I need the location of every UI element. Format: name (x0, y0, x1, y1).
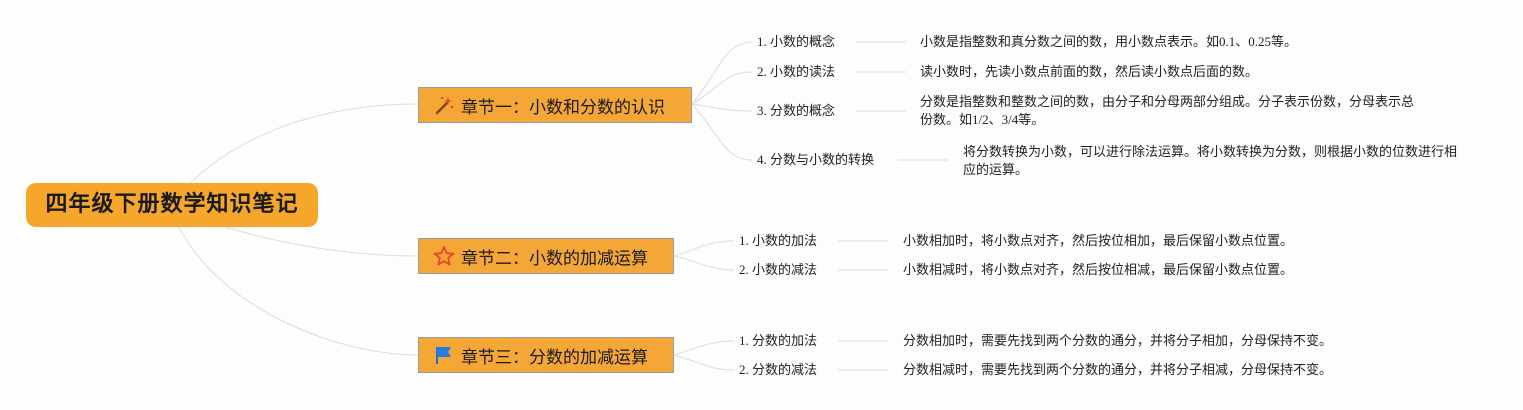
topic-ch1-3[interactable]: 3. 分数的概念 (757, 103, 836, 118)
connector-ch2-t2 (673, 255, 735, 271)
connector-ch2-t1 (673, 240, 735, 257)
root-node[interactable]: 四年级下册数学知识笔记 (26, 183, 318, 227)
connector-ch1-t4 (691, 103, 753, 161)
connector-ch3-t2 (673, 354, 735, 371)
flag-icon (433, 344, 455, 366)
connector-ch1-t2 (691, 71, 753, 105)
topic-ch1-4[interactable]: 4. 分数与小数的转换 (757, 152, 875, 167)
topic-desc-ch2-2: 小数相减时，将小数点对齐，然后按位相减，最后保留小数点位置。 (903, 262, 1294, 277)
topic-desc-ch3-1: 分数相加时，需要先找到两个分数的通分，并将分子相加，分母保持不变。 (903, 333, 1333, 348)
chapter-node-1[interactable]: 章节一：小数和分数的认识 (418, 87, 692, 123)
connector-ch1-t1 (691, 41, 753, 105)
topic-desc-ch3-2: 分数相减时，需要先找到两个分数的通分，并将分子相减，分母保持不变。 (903, 362, 1333, 377)
connector-root-chapter-3 (169, 204, 419, 356)
topic-ch1-2[interactable]: 2. 小数的读法 (757, 64, 836, 79)
topic-ch1-1[interactable]: 1. 小数的概念 (757, 34, 836, 49)
topic-desc-ch1-1: 小数是指整数和真分数之间的数，用小数点表示。如0.1、0.25等。 (920, 34, 1298, 49)
connector-root-chapter-1 (169, 103, 419, 206)
magic-wand-icon (433, 94, 455, 116)
topic-ch3-2[interactable]: 2. 分数的减法 (739, 362, 818, 377)
chapter-title-1: 章节一：小数和分数的认识 (461, 97, 665, 118)
connector-ch1-t3 (691, 103, 753, 112)
chapter-node-3[interactable]: 章节三：分数的加减运算 (418, 337, 674, 373)
connector-ch3-t1 (673, 340, 735, 356)
topic-desc-ch1-4: 将分数转换为小数，可以进行除法运算。将小数转换为分数，则根据小数的位数进行相应的… (963, 144, 1458, 177)
star-icon (433, 245, 455, 267)
topic-ch3-1[interactable]: 1. 分数的加法 (739, 333, 818, 348)
topic-desc-ch1-2: 读小数时，先读小数点前面的数，然后读小数点后面的数。 (920, 64, 1259, 79)
chapter-title-2: 章节二：小数的加减运算 (461, 248, 648, 269)
topic-ch2-1[interactable]: 1. 小数的加法 (739, 233, 818, 248)
chapter-title-3: 章节三：分数的加减运算 (461, 347, 648, 368)
topic-ch2-2[interactable]: 2. 小数的减法 (739, 262, 818, 277)
topic-desc-ch2-1: 小数相加时，将小数点对齐，然后按位相加，最后保留小数点位置。 (903, 233, 1294, 248)
topic-desc-ch1-3: 分数是指整数和整数之间的数，由分子和分母两部分组成。分子表示份数，分母表示总份数… (920, 94, 1415, 127)
chapter-node-2[interactable]: 章节二：小数的加减运算 (418, 238, 674, 274)
